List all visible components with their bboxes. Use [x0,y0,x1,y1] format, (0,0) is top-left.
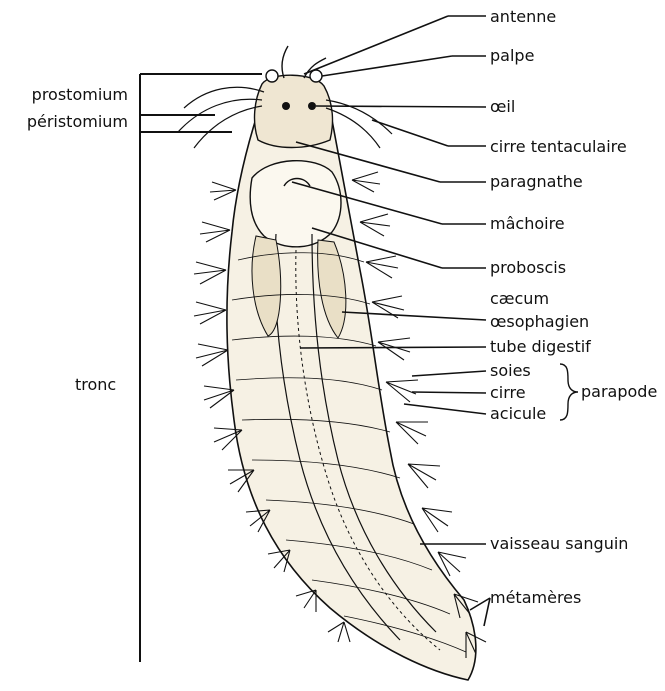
label-proboscis: proboscis [490,259,566,277]
label-tronc: tronc [75,376,116,394]
label-metameres: métamères [490,589,581,607]
label-caecum-line2: œsophagien [490,313,589,331]
label-cirre: cirre [490,384,526,402]
label-peristomium: péristomium [12,113,128,131]
label-palpe: palpe [490,47,534,65]
label-prostomium: prostomium [12,86,128,104]
label-paragnathe: paragnathe [490,173,583,191]
worm-body [178,46,476,680]
label-machoire: mâchoire [490,215,565,233]
label-vaisseau-sanguin: vaisseau sanguin [490,535,628,553]
label-caecum-line1: cæcum [490,290,549,308]
label-acicule: acicule [490,405,546,423]
label-tube-digestif: tube digestif [490,338,591,356]
label-cirre-tentaculaire: cirre tentaculaire [490,138,627,156]
label-oeil: œil [490,98,515,116]
label-soies: soies [490,362,531,380]
label-parapode: parapode [581,383,657,401]
label-antenne: antenne [490,8,556,26]
parapode-brace [560,364,578,420]
